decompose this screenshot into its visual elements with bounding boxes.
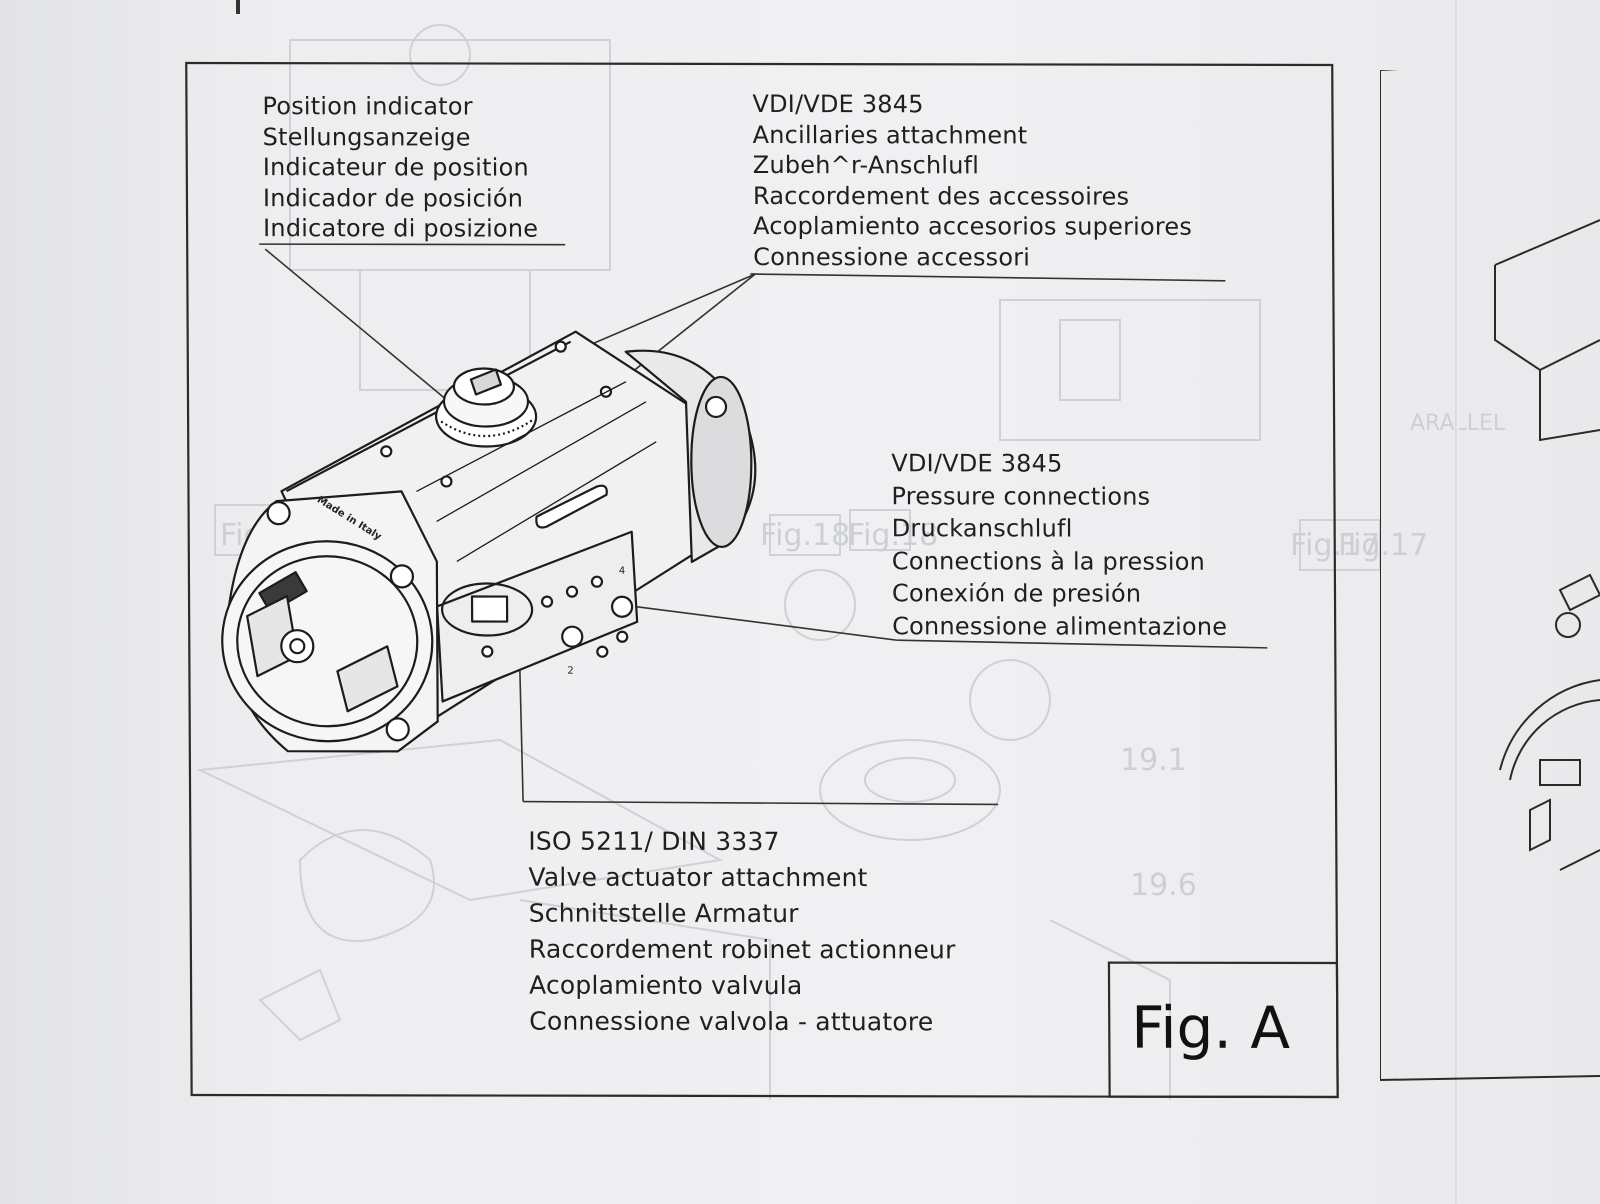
callout-line: Raccordement robinet actionneur	[528, 934, 956, 965]
port-number: 4	[619, 566, 625, 577]
callout-line: Raccordement des accessoires	[752, 181, 1130, 211]
callout-line: ISO 5211/ DIN 3337	[528, 826, 780, 857]
figure-frame-border	[185, 61, 1339, 1099]
callout-line: Position indicator	[262, 92, 473, 121]
ghost-label: 19.6	[1130, 868, 1197, 903]
ghost-label: Fig.18	[848, 518, 938, 553]
figure-label-box	[1107, 961, 1339, 1099]
callout-line: Indicateur de position	[262, 153, 529, 182]
callout-line: Indicatore di posizione	[263, 214, 539, 243]
callout-line: Acoplamiento accesorios superiores	[753, 211, 1193, 241]
port-number: 2	[567, 666, 573, 677]
callout-line: Zubeh^r-Anschlufl	[752, 150, 980, 180]
ancillaries-callout: VDI/VDE 3845 Ancillaries attachment Zube…	[752, 89, 1192, 273]
callout-line: Stellungsanzeige	[262, 122, 471, 151]
callout-line: Connessione valvola - attuatore	[529, 1006, 934, 1037]
callout-line: Conexión de presión	[891, 579, 1142, 608]
callout-line: Ancillaries attachment	[752, 120, 1028, 149]
callout-line: Valve actuator attachment	[528, 862, 868, 893]
callout-line: Indicador de posición	[262, 183, 524, 213]
callout-line: VDI/VDE 3845	[752, 89, 924, 119]
valve-attachment-callout: ISO 5211/ DIN 3337 Valve actuator attach…	[528, 824, 956, 1041]
callout-line: Connessione accessori	[753, 242, 1031, 271]
figure-label: Fig. A	[1131, 993, 1291, 1062]
callout-line: Acoplamiento valvula	[528, 970, 803, 1001]
ghost-label: Fig.18	[760, 518, 850, 553]
callout-line: Connections à la pression	[891, 546, 1206, 576]
actuator-illustration	[221, 330, 757, 753]
ghost-label: Fig.17	[1338, 528, 1428, 563]
callout-line: Schnittstelle Armatur	[528, 898, 799, 929]
ghost-label: 19.1	[1120, 743, 1187, 778]
callout-line: Druckanschlufl	[891, 514, 1073, 543]
position-indicator-callout: Position indicator Stellungsanzeige Indi…	[262, 91, 538, 244]
callout-line: VDI/VDE 3845	[891, 449, 1063, 478]
callout-line: Pressure connections	[891, 481, 1151, 511]
margin-mark	[236, 0, 240, 14]
next-page-drawing	[1380, 70, 1600, 1081]
figure-a: Made in Italy 4 2 Position indicator Ste…	[184, 61, 1340, 1123]
page-fold	[1455, 0, 1459, 1204]
figure-drawing: Made in Italy 4 2	[185, 61, 1339, 1099]
pressure-connections-callout: VDI/VDE 3845 Pressure connections Drucka…	[891, 447, 1227, 643]
callout-line: Connessione alimentazione	[892, 611, 1228, 641]
